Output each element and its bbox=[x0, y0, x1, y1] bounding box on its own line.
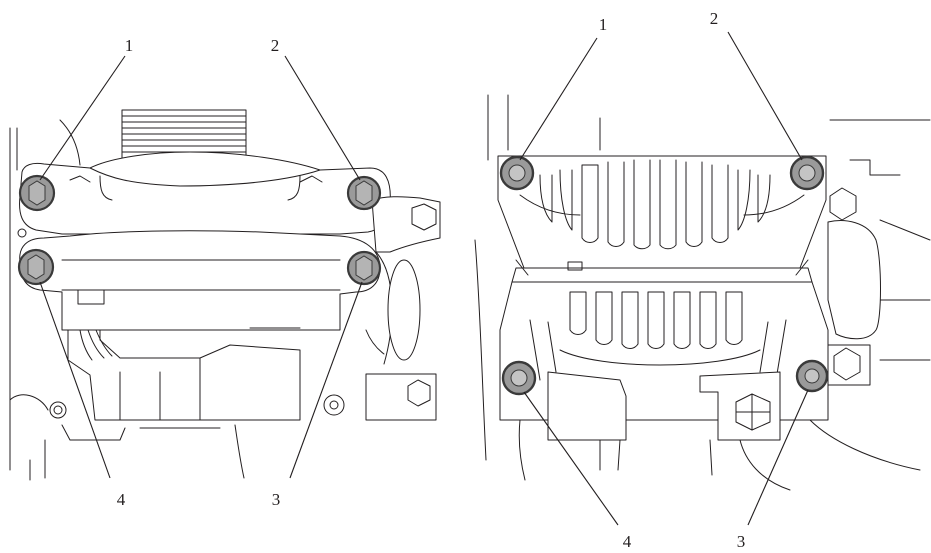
left-bolt-3 bbox=[346, 250, 382, 286]
right-middle-band bbox=[511, 267, 813, 283]
leader-lines bbox=[39, 31, 809, 526]
right-side-mount bbox=[827, 220, 881, 340]
right-view-drawing bbox=[474, 94, 931, 491]
right-bolt-1 bbox=[499, 155, 535, 191]
left-bolt-1 bbox=[18, 174, 56, 212]
left-mounting-bolts bbox=[17, 174, 382, 286]
right-leader-2 bbox=[727, 31, 803, 161]
right-mounting-bolts bbox=[499, 155, 829, 396]
left-leader-2 bbox=[284, 55, 361, 181]
left-leader-4 bbox=[39, 281, 111, 479]
right-leader-4 bbox=[523, 391, 619, 526]
right-bolt-3 bbox=[795, 359, 829, 393]
left-callout-4: 4 bbox=[117, 490, 126, 509]
right-leader-3 bbox=[747, 389, 809, 526]
right-left-connector bbox=[547, 371, 627, 441]
callout-labels: 1 2 3 4 1 2 3 4 bbox=[117, 9, 746, 551]
left-bolt-2 bbox=[346, 175, 382, 211]
right-bolt-4 bbox=[501, 360, 537, 396]
left-front-housing bbox=[19, 151, 391, 235]
right-callout-4: 4 bbox=[623, 532, 632, 551]
right-callout-3: 3 bbox=[737, 532, 746, 551]
left-leader-1 bbox=[39, 55, 126, 181]
left-callout-2: 2 bbox=[271, 36, 280, 55]
right-front-housing bbox=[497, 155, 827, 269]
left-rear-housing bbox=[19, 230, 381, 331]
right-bolt-2 bbox=[789, 155, 825, 191]
right-callout-2: 2 bbox=[710, 9, 719, 28]
right-callout-1: 1 bbox=[599, 15, 608, 34]
left-callout-1: 1 bbox=[125, 36, 134, 55]
right-leader-1 bbox=[519, 37, 598, 161]
left-bolt-4 bbox=[17, 248, 55, 286]
left-leader-3 bbox=[289, 281, 363, 479]
left-callout-3: 3 bbox=[272, 490, 281, 509]
left-view-drawing bbox=[9, 109, 441, 481]
